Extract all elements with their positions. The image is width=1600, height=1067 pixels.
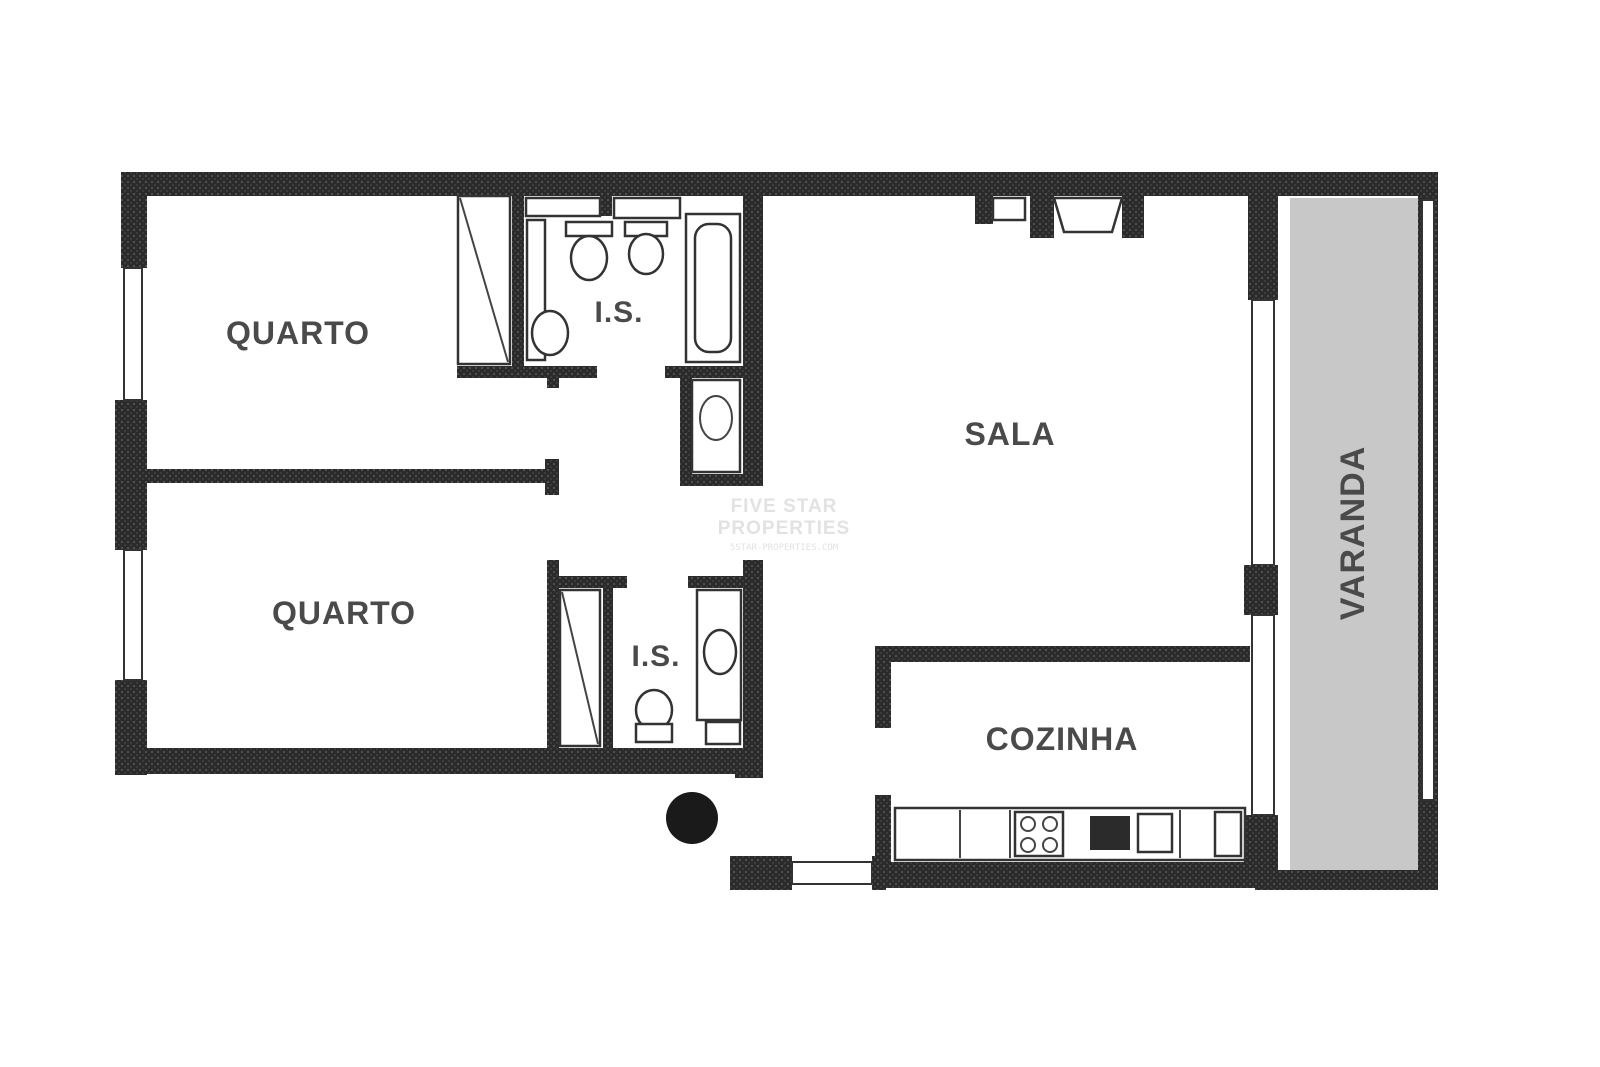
balcony-partition <box>1244 190 1278 875</box>
wall-living-stub-3 <box>1122 190 1144 238</box>
water-heater-icon <box>699 395 733 441</box>
entry-vent <box>791 861 873 885</box>
wall-bedroom-divider <box>140 469 552 483</box>
wall-bath2-left <box>547 560 559 750</box>
watermark-line-2: PROPERTIES <box>718 518 850 539</box>
wall-bottom-kitchen <box>875 862 1270 888</box>
wall-top <box>121 172 1438 196</box>
balcony-door-1 <box>1251 299 1275 566</box>
wall-shaft <box>600 176 612 216</box>
entrance-dot-icon <box>666 792 718 844</box>
wall-entry-stub <box>730 856 792 890</box>
wall-closet-left <box>680 378 692 486</box>
bath1-shelf <box>524 196 602 218</box>
sink-icon <box>530 309 570 357</box>
wall-corridor-right-upper <box>743 196 763 486</box>
label-bathroom-1: I.S. <box>594 296 643 329</box>
living-cabinet <box>991 196 1027 222</box>
label-bathroom-2: I.S. <box>631 640 680 673</box>
bathtub-basin-icon <box>693 222 733 354</box>
wall-balcony-mid <box>1244 565 1278 615</box>
watermark-line-3: 5STAR-PROPERTIES.COM <box>730 543 839 553</box>
wall-bath2-inner <box>603 588 613 748</box>
label-bedroom-1: QUARTO <box>226 315 370 351</box>
exterior-walls <box>115 172 1438 890</box>
wall-bath2-top-left <box>547 576 627 588</box>
wall-living-stub-2 <box>1030 190 1054 238</box>
label-bedroom-2: QUARTO <box>272 595 416 631</box>
wardrobes <box>456 194 602 748</box>
burner-3-icon <box>1020 837 1036 853</box>
burner-1-icon <box>1020 816 1036 832</box>
watermark: FIVE STAR PROPERTIES 5STAR-PROPERTIES.CO… <box>718 496 850 553</box>
label-balcony: VARANDA <box>1334 446 1372 620</box>
kitchen-counter <box>893 806 1247 862</box>
wall-bedroom-divider-end <box>545 459 559 495</box>
bathroom-2-fixtures <box>634 588 743 746</box>
fireplace-icon <box>1052 196 1124 234</box>
interior-walls <box>140 176 1250 875</box>
bath2-cabinet <box>704 720 742 746</box>
toilet-tank-icon <box>564 220 614 238</box>
wall-bath2-right <box>743 560 763 750</box>
balcony-area <box>1290 198 1418 878</box>
living-fixtures <box>991 196 1124 234</box>
wall-living-stub-1 <box>975 190 993 224</box>
wall-bath1-bottom-left <box>457 366 597 378</box>
balcony-door-2 <box>1251 614 1275 816</box>
wall-balcony-top <box>1248 190 1278 300</box>
wardrobe-upper-diagonal <box>459 197 509 363</box>
wall-bath1-left <box>512 196 524 366</box>
wall-bottom-corner <box>735 748 763 778</box>
wall-kitchen-left-lower <box>875 795 891 875</box>
balcony-floor <box>1290 198 1418 878</box>
kitchen-fixtures <box>893 806 1247 862</box>
wall-bottom-left <box>115 748 763 774</box>
room-labels: QUARTO QUARTO I.S. I.S. SALA COZINHA VAR… <box>226 296 1372 757</box>
window-right <box>1421 199 1435 801</box>
label-living-room: SALA <box>964 416 1055 452</box>
closet-unit <box>690 378 742 474</box>
kitchen-sink-icon <box>1090 816 1130 850</box>
wall-balcony-bottom <box>1244 815 1278 875</box>
window-left-1 <box>123 267 143 401</box>
toilet-2-tank-icon <box>634 722 674 744</box>
wardrobe-lower-diagonal <box>561 591 599 745</box>
burner-4-icon <box>1042 837 1058 853</box>
drainboard-icon <box>1136 812 1174 854</box>
watermark-line-1: FIVE STAR <box>731 496 838 517</box>
toilet-icon <box>569 234 609 282</box>
sink-2-icon <box>702 628 738 676</box>
wall-bath1-stub <box>547 366 559 388</box>
wall-kitchen-top <box>875 646 1250 662</box>
bath1-shelf-2 <box>612 196 682 220</box>
appliance-icon <box>1213 810 1243 858</box>
wall-bath1-bottom-right <box>665 366 755 378</box>
window-left-2 <box>123 549 143 681</box>
bidet-icon <box>627 232 665 276</box>
wall-left-upper <box>121 172 147 268</box>
wall-kitchen-left-upper <box>875 646 891 728</box>
wall-closet-bottom <box>680 474 763 486</box>
wall-bottom-balcony <box>1255 870 1438 890</box>
bathroom-1-fixtures <box>524 196 742 474</box>
label-kitchen: COZINHA <box>986 721 1139 757</box>
burner-2-icon <box>1042 816 1058 832</box>
